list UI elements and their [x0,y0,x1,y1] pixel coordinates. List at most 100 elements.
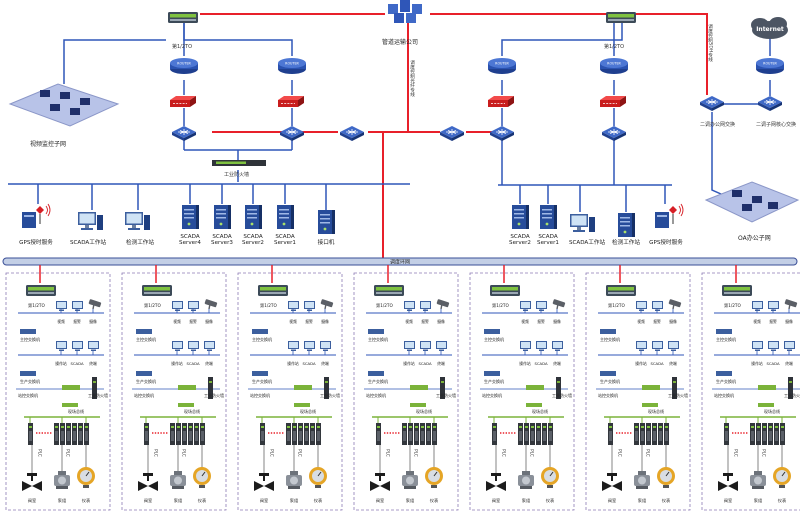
station-alarm-pc-icon [304,301,315,311]
meter-icon [656,466,676,489]
plc-module-icon [658,423,663,445]
station-host-icon [752,341,763,351]
station-device-label-2: 仪表 [198,497,207,504]
scada-ring [2,257,798,266]
station-host-icon [56,341,67,351]
station-device-label-0: 阀室 [724,497,732,504]
station-uplink-label: 第1/2TO [608,302,625,309]
plc-module-icon [420,423,425,445]
station-mid-label-1: SCADA [766,361,780,366]
router-2-icon [278,58,306,74]
company-servers-icon [388,0,422,23]
station-switch-b-icon [136,371,152,376]
plc-module-icon [530,423,535,445]
core-switch-2-icon [279,125,305,142]
station-frame [585,272,691,511]
station-mid-label-0: 操作站 [403,361,415,366]
plc-module-icon [66,423,71,445]
plc-module-icon [768,423,773,445]
link-far-label: 调度控制SDH专线 [708,23,714,62]
plc-module-icon [780,423,785,445]
video-net-label: 视频监控子网 [30,140,66,148]
server1-icon [277,205,294,229]
lan-left [8,183,410,210]
station-switch-a-label: 主控交换机 [252,336,272,342]
server1-right-icon [540,205,557,229]
station-mid-label-2: 终端 [437,361,445,366]
cloud-icon [751,17,788,39]
server3-icon [214,205,231,229]
plc-icon [28,423,33,445]
plc-module-icon [774,423,779,445]
station-plc-label: PLC [530,449,535,457]
plc-icon [724,423,729,445]
station-site-switch-label: 站控交换机 [18,392,38,398]
station-bus-label: 现场总线 [532,408,548,414]
station-device-label-0: 阀室 [28,497,36,504]
station-firewall-icon [672,377,677,399]
plc-module-icon [524,423,529,445]
plc-module-icon [304,423,309,445]
internet-label: Internet [756,26,784,33]
right-host-icons [512,203,684,237]
router-1-icon [170,58,198,74]
station-switch-a-label: 主控交换机 [20,336,40,342]
station-alarm-pc-icon [420,301,431,311]
station-firewall-icon [92,377,97,399]
plc-icon [608,423,613,445]
station-host-icon [172,341,183,351]
station-mid-label-2: 终端 [785,361,793,366]
backbone-links [63,22,771,199]
ring-label: 调度环网 [390,259,410,266]
station-switch-a-icon [252,329,268,334]
plc-module-icon [414,423,419,445]
plc-module-icon [432,423,437,445]
gps-right-icon [654,203,684,229]
station-alarm-pc-icon [188,301,199,311]
station-device-label-1: 泵组 [522,497,530,503]
camera-icon [783,298,799,310]
plc-icon [492,423,497,445]
station-device-label-0: 阀室 [492,497,500,504]
station-fw-label: 工业防火墙 [552,392,572,398]
station-mid-label-0: 操作站 [751,361,763,366]
station-host-icon [72,341,83,351]
station-device-label-1: 泵组 [290,497,298,503]
station-bus-switch-icon [294,403,310,407]
station-video-pc-icon [404,301,415,311]
station-switch-a-icon [368,329,384,334]
station-site-switch-icon [526,385,544,390]
valve-icon [138,473,158,491]
station-plc-label: PLC [502,449,507,457]
station-cam-label-1: 报警 [421,319,429,324]
station-mid-label-1: SCADA [70,361,84,366]
router-5-icon [756,58,784,74]
station-device-label-0: 阀室 [144,497,152,504]
pump-icon [54,471,70,489]
station-site-switch-label: 站控交换机 [250,392,270,398]
station-uplink-switch-icon [258,285,288,296]
station-host-icon [288,341,299,351]
station-switch-b-label: 生产交换机 [484,378,504,384]
station-device-label-2: 仪表 [546,497,555,504]
station-cam-label-0: 视频 [637,319,645,324]
station-plc-label: PLC [414,449,419,457]
station-plc-label: PLC [762,449,767,457]
camera-icon [87,298,103,310]
station-uplink-switch-icon [142,285,172,296]
station-cam-label-0: 视频 [289,319,297,324]
plc-module-icon [60,423,65,445]
station-mid-label-1: SCADA [418,361,432,366]
company-label: 管道运输公司 [382,38,418,46]
station-mid-label-1: SCADA [186,361,200,366]
station-switch-a-label: 主控交换机 [716,336,736,342]
pump-icon [286,471,302,489]
plc-module-icon [750,423,755,445]
station-bus-label: 现场总线 [764,408,780,414]
station-device-label-1: 泵组 [638,497,646,503]
